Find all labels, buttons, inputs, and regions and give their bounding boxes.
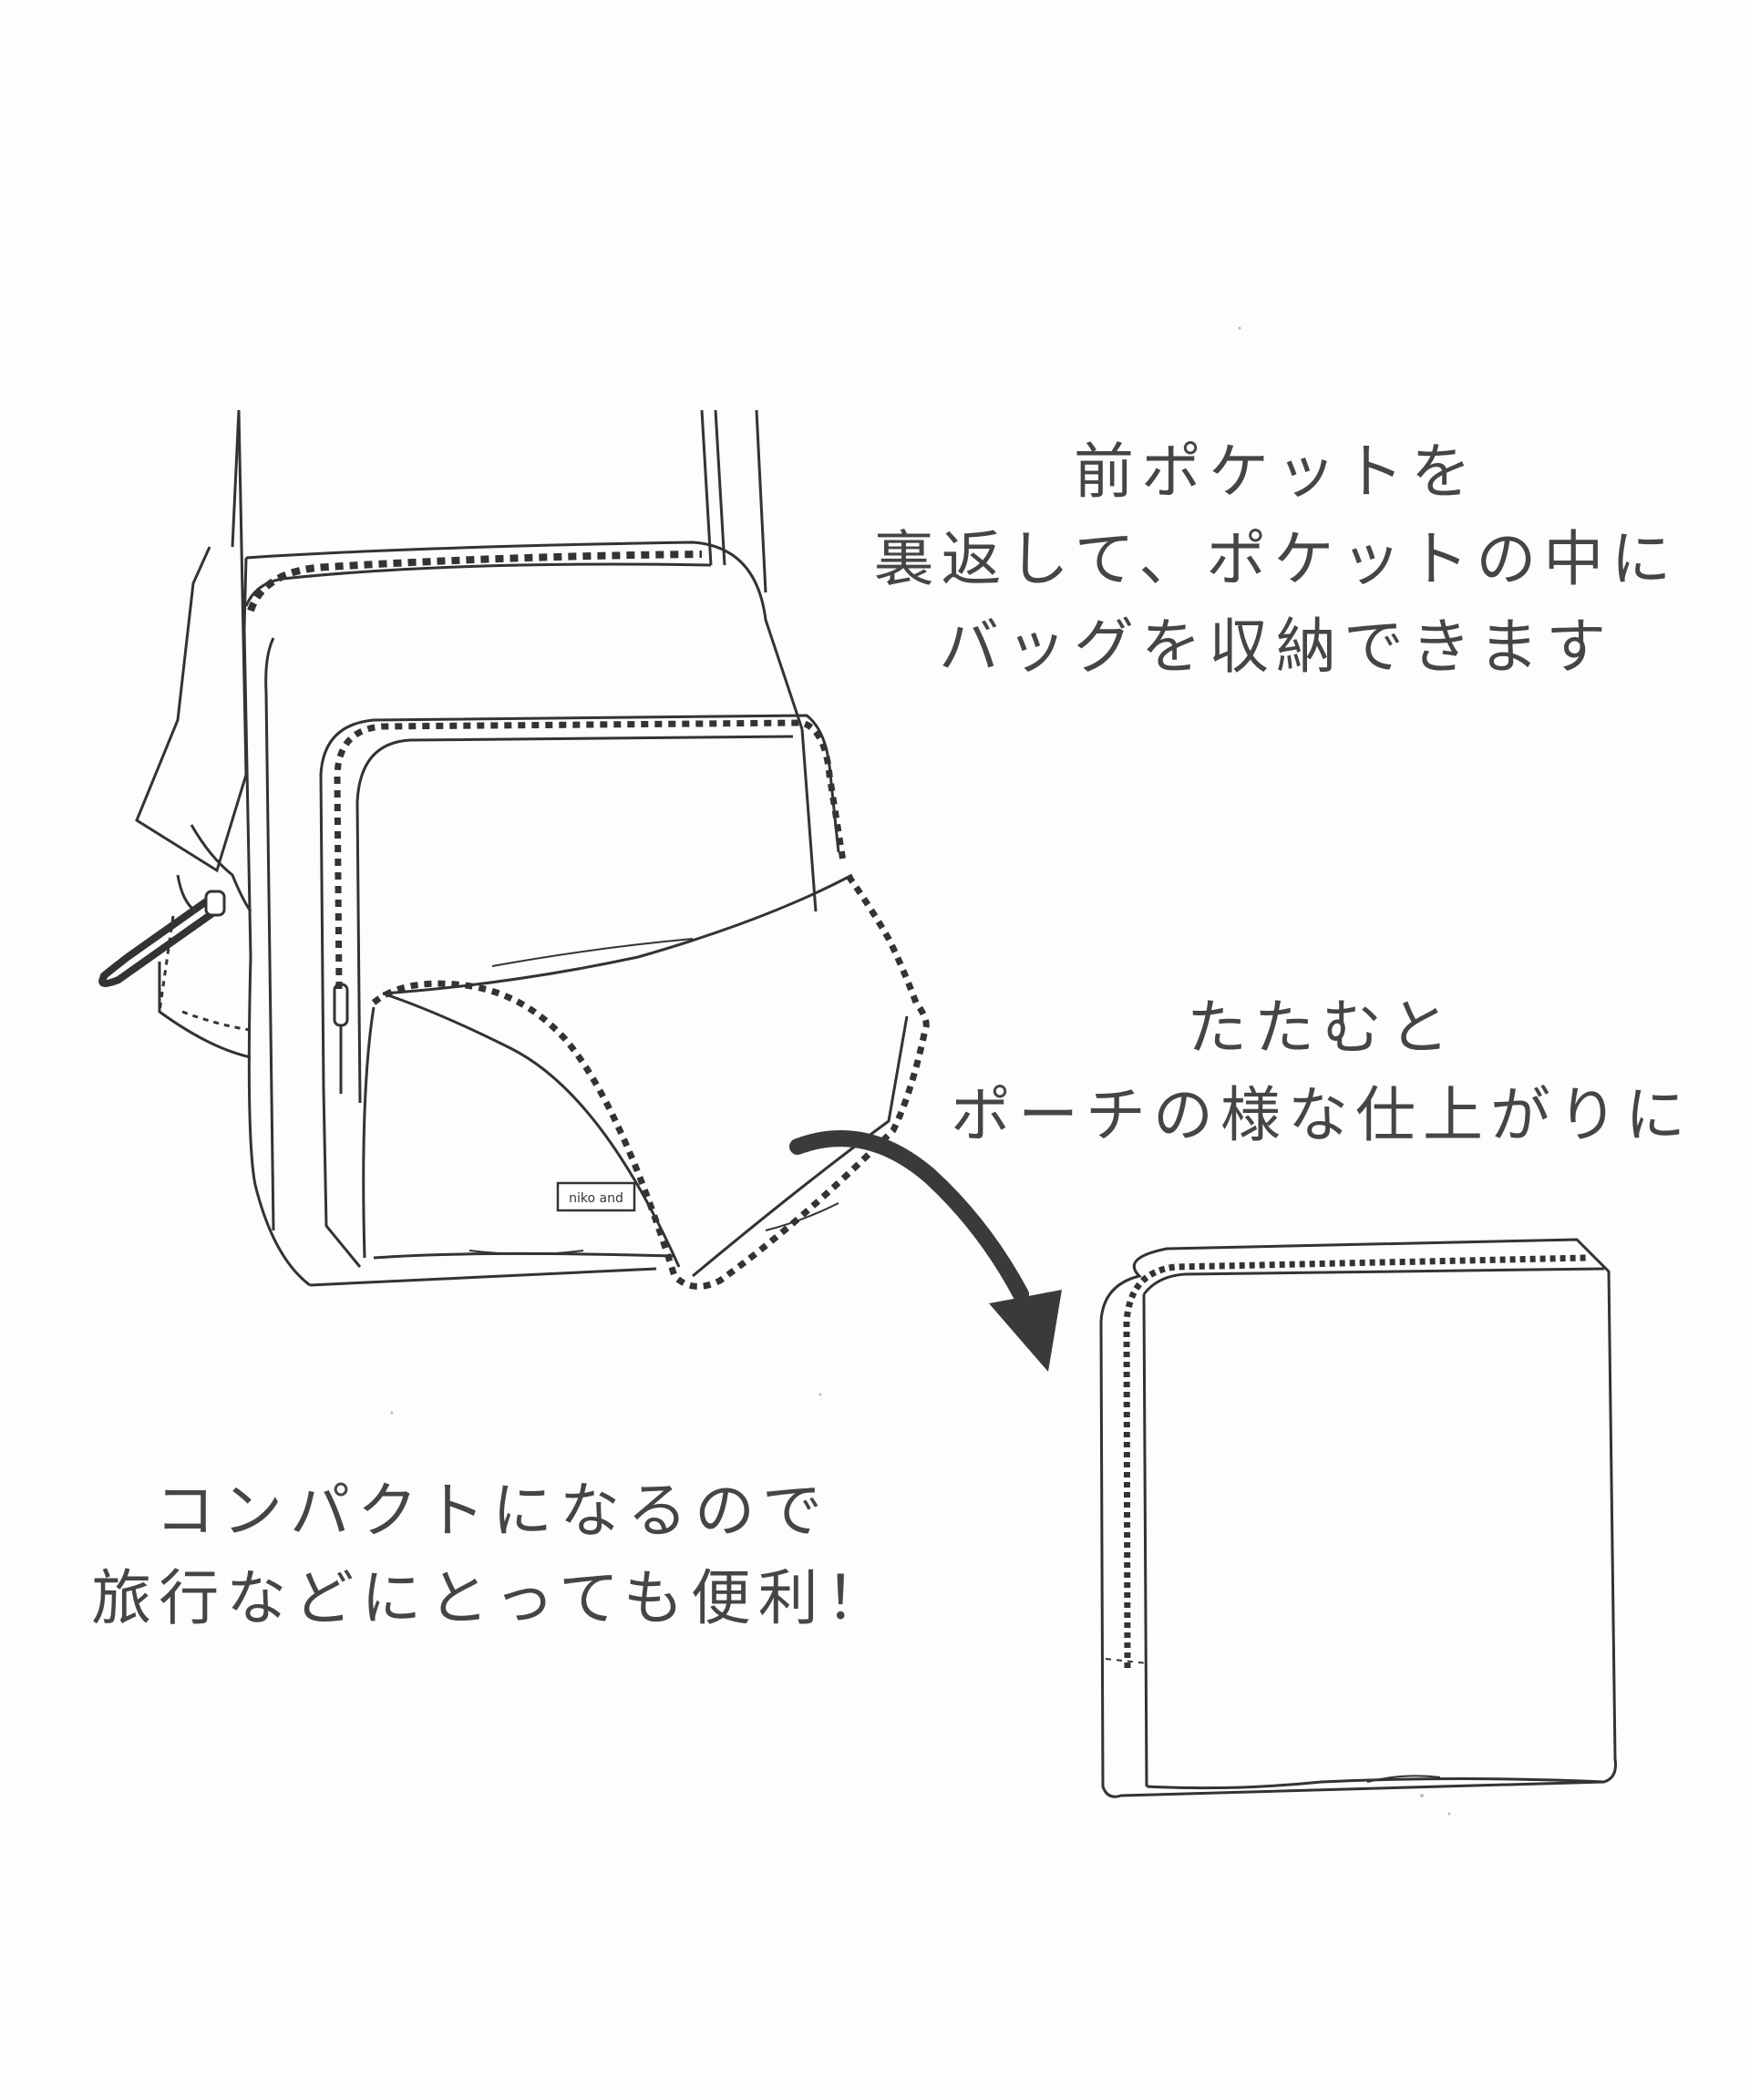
caption-line: 裏返して、ポケットの中に — [873, 524, 1679, 594]
pouch-zipper — [1123, 1254, 1589, 1669]
caption-line: たたむと — [1187, 993, 1457, 1063]
caption-line: 旅行などにとっても便利！ — [91, 1563, 893, 1633]
caption-line: 前ポケットを — [1074, 437, 1478, 507]
caption-line: ポーチの様な仕上がりに — [951, 1080, 1693, 1150]
folded-pouch — [1099, 1238, 1617, 1798]
caption-line: バッグを収納できます — [939, 612, 1613, 682]
brand-tag: niko and — [556, 1181, 636, 1212]
shoulder-strap — [135, 409, 767, 873]
caption-folded-pouch: たたむと ポーチの様な仕上がりに — [911, 984, 1732, 1159]
bag-body — [242, 540, 818, 1287]
background-speckles — [390, 326, 1451, 1816]
caption-pocket-storage: 前ポケットを 裏返して、ポケットの中に バッグを収納できます — [848, 428, 1704, 691]
inverted-pocket-flap — [362, 873, 909, 1278]
pocket-zipper — [334, 719, 847, 990]
zipper-pull-icon — [98, 890, 226, 987]
caption-travel-convenient: コンパクトになるので 旅行などにとっても便利！ — [73, 1467, 911, 1642]
flap-zipper-top — [371, 872, 930, 1290]
caption-line: コンパクトになるので — [155, 1476, 829, 1546]
top-zipper — [247, 551, 703, 612]
brand-logo-text: niko and — [569, 1191, 623, 1206]
curved-arrow-icon — [789, 1130, 1062, 1372]
